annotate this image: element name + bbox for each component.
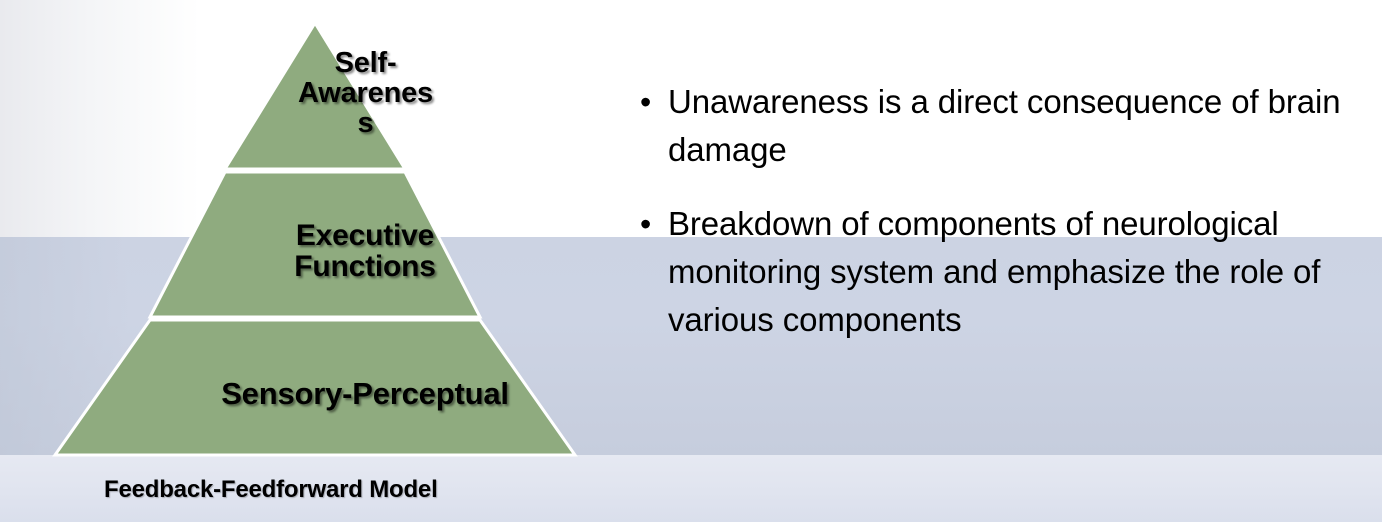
pyramid-tier-sensory-perceptual[interactable] (52, 318, 578, 457)
background-top-vignette (0, 0, 200, 237)
pyramid-diagram: Self- Awarenes s Executive Functions Sen… (50, 20, 580, 460)
pyramid-label-self-awareness: Self- Awarenes s (298, 47, 433, 140)
bullet-text: Unawareness is a direct consequence of b… (668, 83, 1341, 168)
bullet-list-item: • Breakdown of components of neurologica… (640, 200, 1360, 344)
bullet-marker-icon: • (640, 206, 652, 242)
pyramid-tier-executive-functions[interactable] (147, 170, 483, 319)
pyramid-shape (52, 20, 578, 457)
pyramid-tier-self-awareness[interactable] (222, 20, 408, 171)
pyramid-caption: Feedback-Feedforward Model (104, 476, 438, 503)
bullet-text: Breakdown of components of neurological … (668, 205, 1321, 338)
bullet-list-item: • Unawareness is a direct consequence of… (640, 78, 1360, 174)
bullet-marker-icon: • (640, 84, 652, 120)
background-band-bottom (0, 455, 1382, 522)
bullet-list: • Unawareness is a direct consequence of… (640, 78, 1360, 370)
pyramid-label-sensory-perceptual: Sensory-Perceptual (221, 376, 509, 411)
pyramid-label-executive-functions: Executive Functions (294, 219, 436, 284)
